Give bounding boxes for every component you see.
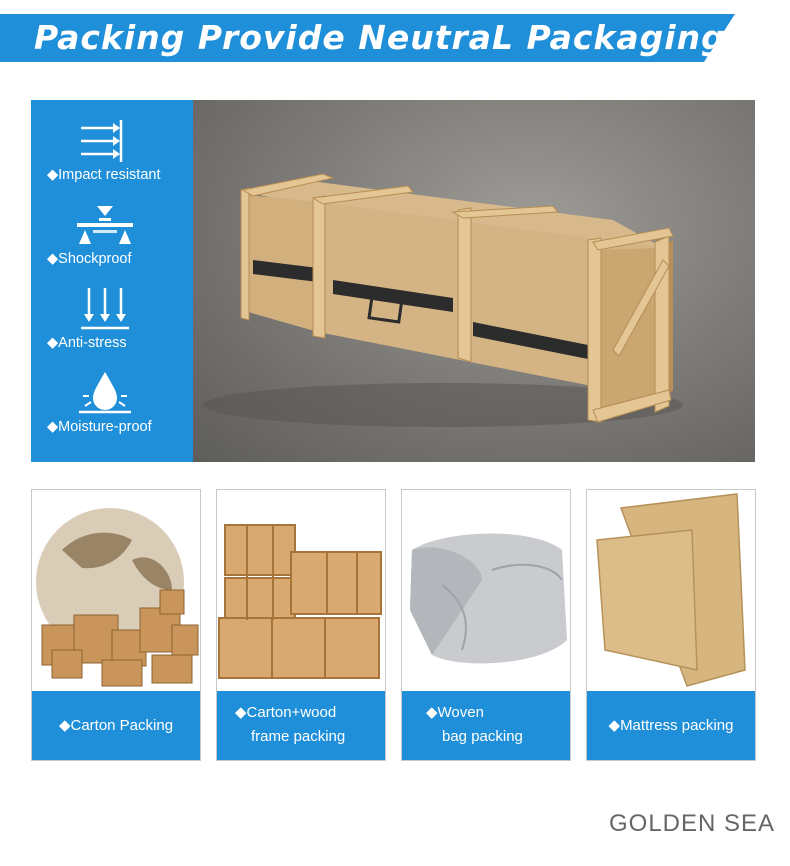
carton-packing-photo (32, 490, 200, 691)
feature-impact-resistant: ◆Impact resistant (31, 100, 193, 184)
card-caption-line-2: frame packing (251, 728, 346, 745)
card-caption: ◆Carton Packing (32, 691, 200, 760)
card-carton-packing: ◆Carton Packing (31, 489, 201, 761)
golden-sea-logo: GOLDEN SEA (609, 810, 776, 837)
feature-label: ◆Shockproof (47, 251, 132, 267)
feature-label: ◆Anti-stress (47, 335, 127, 351)
impact-arrows-icon (81, 120, 123, 162)
water-drop-icon (79, 372, 131, 414)
hero-section: ◆Impact resistant ◆Shockproof (31, 100, 755, 462)
feature-moisture-proof: ◆Moisture-proof (31, 352, 193, 436)
page-title: Packing Provide NeutraL Packaging (34, 18, 726, 57)
mattress-packing-photo (587, 490, 755, 691)
card-caption: ◆Woven bag packing (402, 691, 570, 760)
title-banner: Packing Provide NeutraL Packaging (0, 14, 790, 64)
anti-stress-arrows-icon (81, 288, 129, 330)
carton-wood-frame-photo (217, 490, 385, 691)
card-caption-text: ◆Mattress packing (608, 717, 734, 734)
card-caption-line-2: bag packing (442, 728, 523, 745)
card-caption-text: ◆Carton Packing (58, 717, 174, 734)
feature-label: ◆Moisture-proof (47, 419, 152, 435)
feature-anti-stress: ◆Anti-stress (31, 268, 193, 352)
feature-shockproof: ◆Shockproof (31, 184, 193, 268)
woven-bag-photo (402, 490, 570, 691)
packing-cards: ◆Carton Packing (31, 489, 756, 761)
card-caption-line-1: ◆Carton+wood (235, 704, 337, 721)
card-caption: ◆Mattress packing (587, 691, 755, 760)
card-carton-wood-frame-packing: ◆Carton+wood frame packing (216, 489, 386, 761)
features-panel: ◆Impact resistant ◆Shockproof (31, 100, 193, 462)
feature-label: ◆Impact resistant (47, 167, 161, 183)
shockproof-icon (77, 206, 133, 244)
card-mattress-packing: ◆Mattress packing (586, 489, 756, 761)
card-caption-line-1: ◆Woven (426, 704, 484, 721)
banner-background (0, 14, 735, 62)
wooden-crate-photo (193, 100, 755, 462)
card-caption: ◆Carton+wood frame packing (217, 691, 385, 760)
card-woven-bag-packing: ◆Woven bag packing (401, 489, 571, 761)
